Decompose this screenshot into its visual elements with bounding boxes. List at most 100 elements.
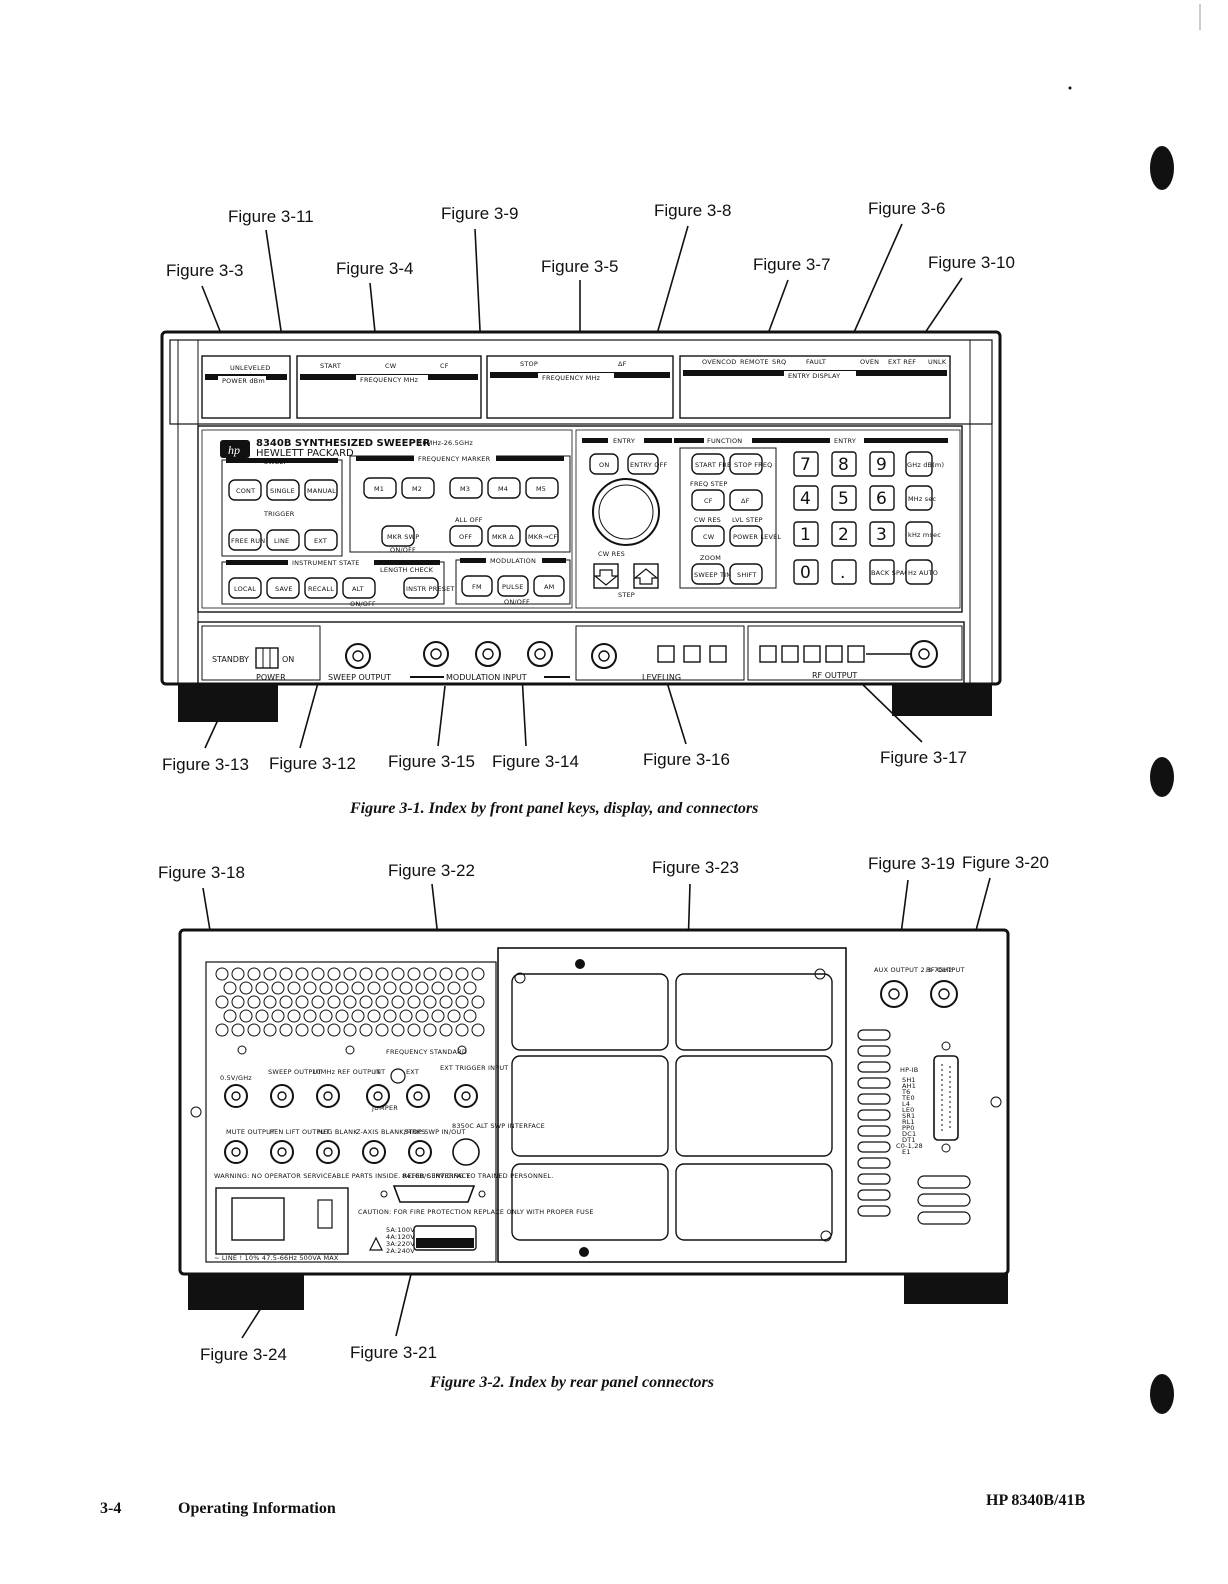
rf-key-2[interactable] — [781, 645, 799, 663]
rf-key-4[interactable] — [825, 645, 843, 663]
key-2[interactable] — [831, 521, 857, 547]
manual-key[interactable] — [304, 479, 338, 501]
mkr-sweep-key[interactable] — [381, 525, 415, 547]
mkr-off-key[interactable] — [449, 525, 483, 547]
m4-key[interactable] — [487, 477, 521, 499]
rotary-knob[interactable] — [592, 478, 660, 546]
int-ref-connector[interactable] — [366, 1084, 390, 1108]
khz-key[interactable] — [905, 521, 933, 547]
leveling-key-2[interactable] — [683, 645, 701, 663]
key-0[interactable] — [793, 559, 819, 585]
leveling-key-1[interactable] — [657, 645, 675, 663]
ten-mhz-ref-connector[interactable] — [316, 1084, 340, 1108]
cw-key[interactable] — [691, 525, 725, 547]
am-key[interactable] — [533, 575, 565, 597]
start-freq-key[interactable] — [691, 453, 725, 475]
ghz-key[interactable] — [905, 451, 933, 477]
key-7[interactable] — [793, 451, 819, 477]
mhz-key[interactable] — [905, 485, 933, 511]
m1-key[interactable] — [363, 477, 397, 499]
neg-blank-connector[interactable] — [316, 1140, 340, 1164]
key-5[interactable] — [831, 485, 857, 511]
entry-off-key[interactable] — [627, 453, 659, 475]
rear-sweep-output-connector[interactable] — [270, 1084, 294, 1108]
callout-figure-3-12[interactable]: Figure 3-12 — [269, 754, 356, 773]
callout-figure-3-20[interactable]: Figure 3-20 — [962, 853, 1049, 872]
pulse-key[interactable] — [497, 575, 529, 597]
single-key[interactable] — [266, 479, 300, 501]
aux-output-connector[interactable] — [880, 980, 908, 1008]
callout-figure-3-3[interactable]: Figure 3-3 — [166, 261, 243, 280]
callout-figure-3-19[interactable]: Figure 3-19 — [868, 854, 955, 873]
callout-figure-3-13[interactable]: Figure 3-13 — [162, 755, 249, 774]
callout-figure-3-9[interactable]: Figure 3-9 — [441, 204, 518, 223]
cf-key[interactable] — [691, 489, 725, 511]
ext-trigger-connector[interactable] — [454, 1084, 478, 1108]
shift-key[interactable] — [729, 563, 763, 585]
callout-figure-3-11[interactable]: Figure 3-11 — [228, 207, 314, 226]
half-volt-per-ghz-connector[interactable] — [224, 1084, 248, 1108]
callout-figure-3-22[interactable]: Figure 3-22 — [388, 861, 475, 880]
jumper-link[interactable] — [390, 1068, 406, 1084]
callout-figure-3-10[interactable]: Figure 3-10 — [928, 253, 1015, 272]
pen-lift-connector[interactable] — [270, 1140, 294, 1164]
leveling-key-3[interactable] — [709, 645, 727, 663]
hz-key[interactable] — [905, 559, 933, 585]
line-key[interactable] — [266, 529, 300, 551]
callout-figure-3-24[interactable]: Figure 3-24 — [200, 1345, 287, 1364]
callout-figure-3-15[interactable]: Figure 3-15 — [388, 752, 475, 771]
cont-key[interactable] — [228, 479, 262, 501]
callout-figure-3-6[interactable]: Figure 3-6 — [868, 199, 945, 218]
callout-figure-3-21[interactable]: Figure 3-21 — [350, 1343, 437, 1362]
free-run-key[interactable] — [228, 529, 262, 551]
standby-switch[interactable] — [255, 647, 279, 669]
hpib-connector[interactable] — [933, 1055, 959, 1141]
alt-swp-interface-connector[interactable] — [452, 1138, 480, 1166]
rf-key-1[interactable] — [759, 645, 777, 663]
key-3[interactable] — [869, 521, 895, 547]
stop-swp-connector[interactable] — [408, 1140, 432, 1164]
key-9[interactable] — [869, 451, 895, 477]
m3-key[interactable] — [449, 477, 483, 499]
ext-ref-connector[interactable] — [406, 1084, 430, 1108]
delta-f-key[interactable] — [729, 489, 763, 511]
entry-on-key[interactable] — [589, 453, 619, 475]
rear-rf-output-connector[interactable] — [930, 980, 958, 1008]
sweep-time-key[interactable] — [691, 563, 725, 585]
interface-8410-connector[interactable] — [392, 1185, 476, 1203]
callout-figure-3-8[interactable]: Figure 3-8 — [654, 201, 731, 220]
callout-figure-3-17[interactable]: Figure 3-17 — [880, 748, 967, 767]
mute-output-connector[interactable] — [224, 1140, 248, 1164]
rf-key-3[interactable] — [803, 645, 821, 663]
mkr-delta-key[interactable] — [487, 525, 521, 547]
fm-key[interactable] — [461, 575, 493, 597]
ext-trigger-key[interactable] — [304, 529, 338, 551]
stop-freq-key[interactable] — [729, 453, 763, 475]
key-8[interactable] — [831, 451, 857, 477]
mkr-to-cf-key[interactable] — [525, 525, 559, 547]
recall-key[interactable] — [304, 577, 338, 599]
key-6[interactable] — [869, 485, 895, 511]
key-1[interactable] — [793, 521, 819, 547]
z-axis-connector[interactable] — [362, 1140, 386, 1164]
key-4[interactable] — [793, 485, 819, 511]
instr-preset-key[interactable] — [403, 577, 439, 599]
rf-key-5[interactable] — [847, 645, 865, 663]
power-inlet[interactable] — [231, 1197, 285, 1241]
m2-key[interactable] — [401, 477, 435, 499]
callout-figure-3-7[interactable]: Figure 3-7 — [753, 255, 830, 274]
save-key[interactable] — [266, 577, 300, 599]
line-voltage-selector[interactable] — [317, 1199, 333, 1229]
callout-figure-3-4[interactable]: Figure 3-4 — [336, 259, 413, 278]
callout-figure-3-5[interactable]: Figure 3-5 — [541, 257, 618, 276]
callout-figure-3-18[interactable]: Figure 3-18 — [158, 863, 245, 882]
key-decimal[interactable] — [831, 559, 857, 585]
power-level-key[interactable] — [729, 525, 763, 547]
callout-figure-3-23[interactable]: Figure 3-23 — [652, 858, 739, 877]
back-space-key[interactable] — [869, 559, 895, 585]
callout-figure-3-16[interactable]: Figure 3-16 — [643, 750, 730, 769]
alt-key[interactable] — [342, 577, 376, 599]
m5-key[interactable] — [525, 477, 559, 499]
local-key[interactable] — [228, 577, 262, 599]
callout-figure-3-14[interactable]: Figure 3-14 — [492, 752, 579, 771]
